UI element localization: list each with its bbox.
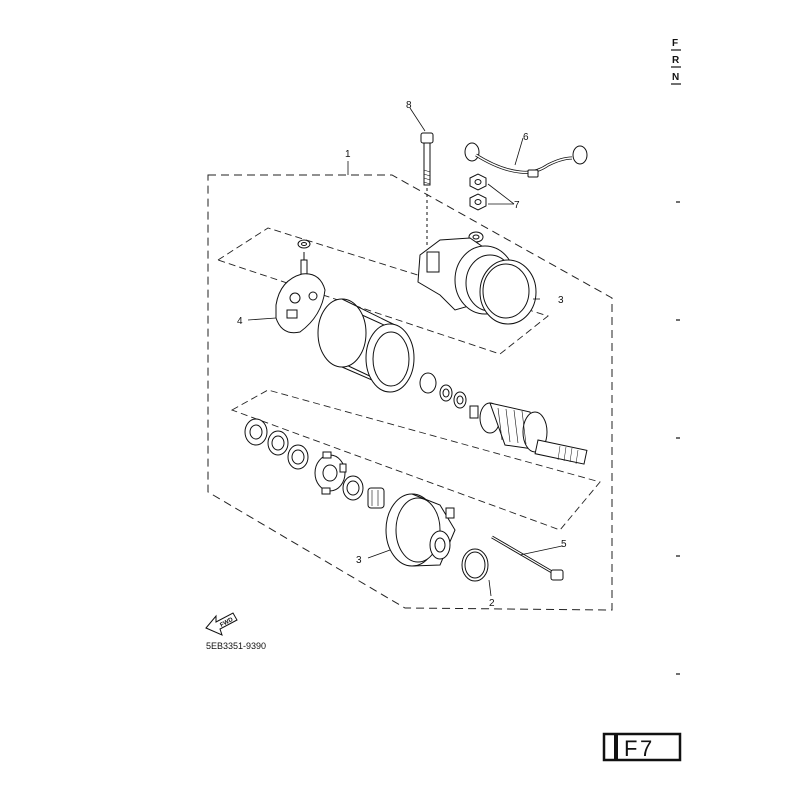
page-tab-letter: F [624, 736, 637, 761]
callout-4: 4 [237, 316, 243, 327]
long-bolt [420, 132, 434, 248]
edge-index: F R N [671, 38, 681, 85]
page-tab: F 7 [602, 732, 682, 762]
callout-2: 2 [489, 598, 495, 609]
washers-upper [419, 372, 467, 409]
callout-7: 7 [514, 200, 520, 211]
rear-cover [385, 493, 456, 567]
edge-letter: R [672, 55, 680, 66]
front-cover [417, 237, 537, 325]
through-bolt [491, 535, 564, 581]
callout-3: 3 [558, 295, 564, 306]
callout-5: 5 [561, 539, 567, 550]
lock-washer [314, 451, 385, 509]
nuts [468, 173, 487, 243]
upper-plane [216, 227, 549, 355]
washers-lower [244, 418, 309, 470]
page-tab-number: 7 [640, 736, 652, 761]
lead-wire [464, 142, 588, 178]
lower-plane [230, 389, 601, 531]
brush-plate [275, 239, 326, 334]
edge-letter: N [672, 72, 679, 83]
callout-6: 6 [523, 132, 529, 143]
assembly-boundary [207, 174, 613, 611]
callouts: 1 2 3 3 4 5 6 7 8 [237, 100, 567, 609]
yoke [317, 298, 415, 393]
callout-1: 1 [345, 149, 351, 160]
callout-3: 3 [356, 555, 362, 566]
edge-letter: F [672, 38, 678, 49]
fwd-arrow-icon: FWD [205, 612, 238, 636]
edge-ticks [676, 201, 680, 675]
o-ring [461, 548, 489, 582]
diagram-code: 5EB3351-9390 [206, 641, 266, 651]
armature [469, 402, 588, 465]
callout-8: 8 [406, 100, 412, 111]
leader-lines [247, 107, 563, 597]
